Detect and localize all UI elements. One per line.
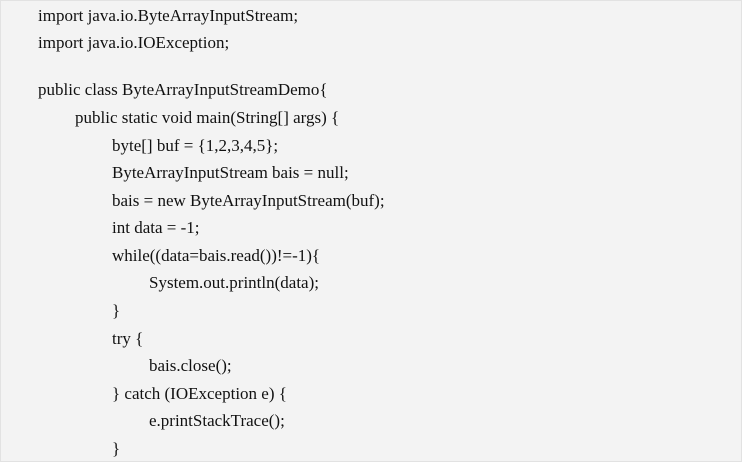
code-line-catch: } catch (IOException e) { (112, 384, 287, 403)
code-line-while-close: } (112, 301, 121, 320)
code-line-print-stack-trace: e.printStackTrace(); (149, 411, 285, 430)
code-line-class-declaration: public class ByteArrayInputStreamDemo{ (38, 80, 328, 99)
code-line-catch-close: } (112, 439, 121, 458)
code-line-println: System.out.println(data); (149, 273, 319, 292)
code-line-bais-declaration: ByteArrayInputStream bais = null; (112, 163, 349, 182)
code-line-while: while((data=bais.read())!=-1){ (112, 246, 321, 265)
code-line-2: import java.io.IOException; (38, 33, 230, 52)
code-line-data-declaration: int data = -1; (112, 218, 200, 237)
code-line-close: bais.close(); (149, 356, 232, 375)
code-line-main-method: public static void main(String[] args) { (75, 108, 340, 127)
code-line-try: try { (112, 329, 144, 348)
code-line-bais-assignment: bais = new ByteArrayInputStream(buf); (112, 191, 385, 210)
code-line-1: import java.io.ByteArrayInputStream; (38, 6, 299, 25)
code-line-buf: byte[] buf = {1,2,3,4,5}; (112, 136, 279, 155)
